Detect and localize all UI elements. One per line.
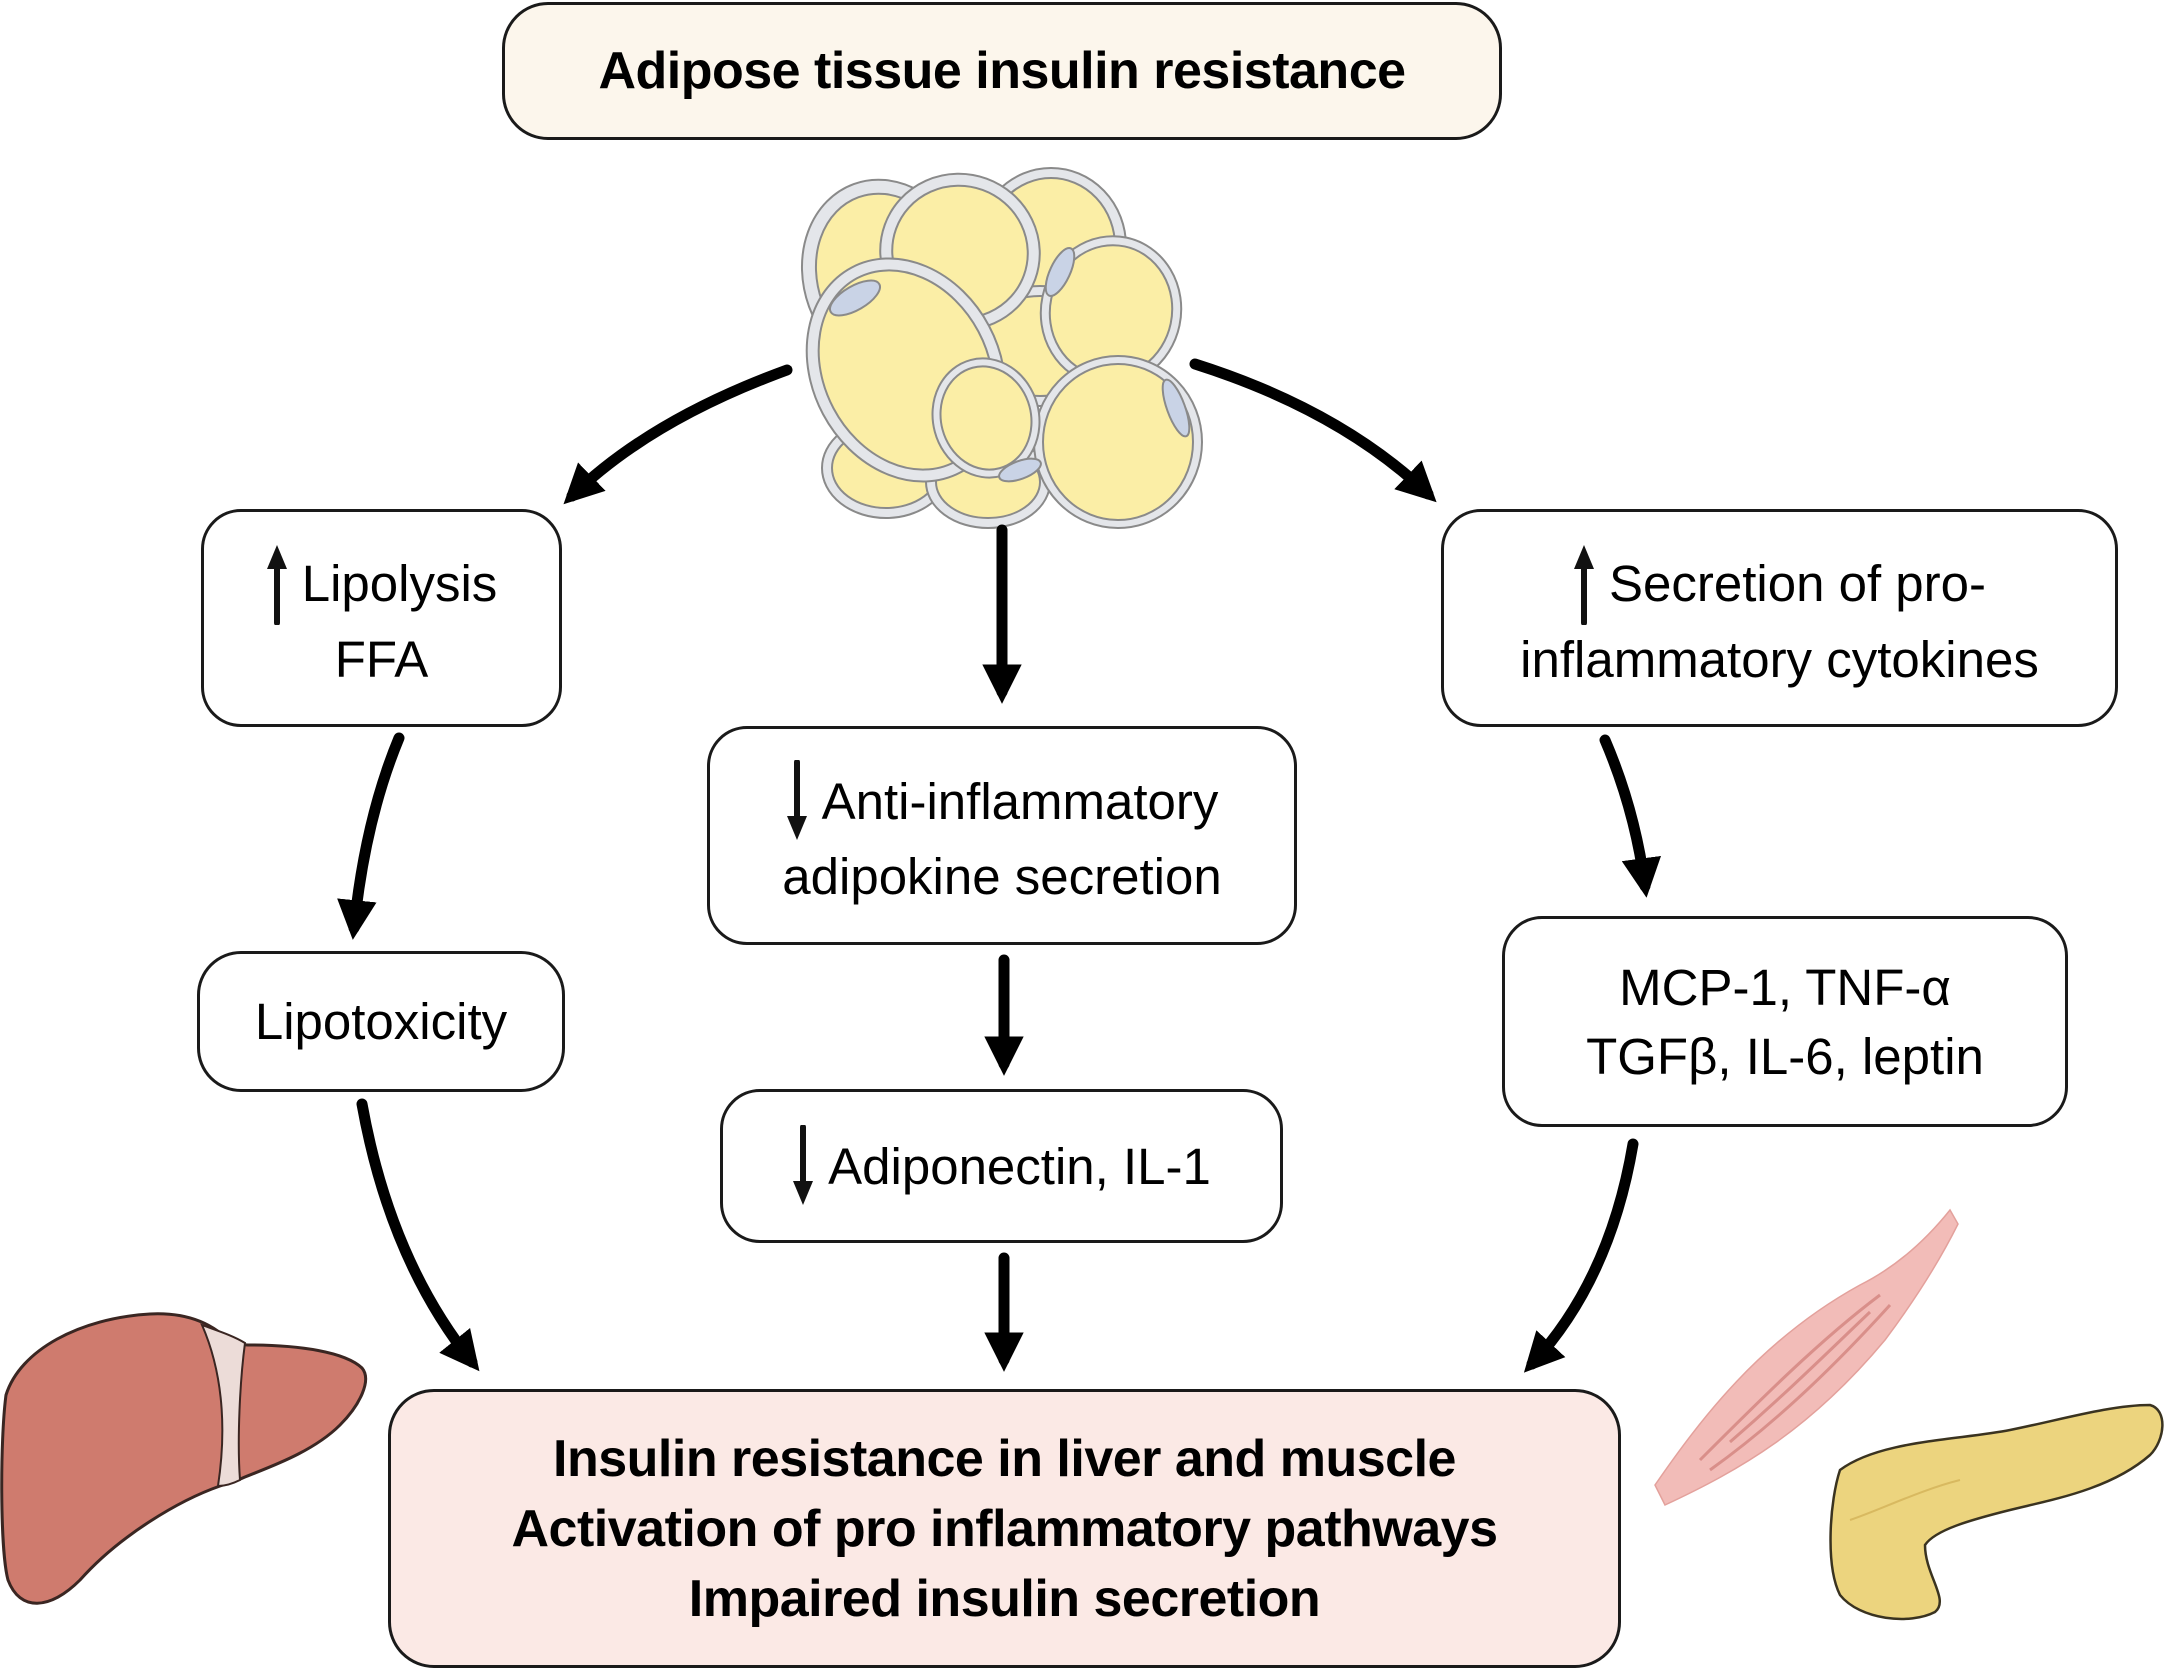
node-line: Lipotoxicity [255,987,507,1056]
node-line: TGFβ, IL-6, leptin [1586,1022,1984,1091]
arrow-secretion-to-cytokines [1599,734,1662,898]
outcome-box: Insulin resistance in liver and muscle A… [388,1389,1621,1668]
node-line: FFA [335,625,429,694]
node-text: inflammatory cytokines [1520,630,2039,688]
connectors [337,358,1662,1373]
node-cytokines: MCP-1, TNF-α TGFβ, IL-6, leptin [1502,916,2068,1127]
liver-icon [0,1312,368,1605]
node-text: adipokine secretion [782,848,1222,905]
decrease-arrow-icon [793,1125,814,1205]
node-line: inflammatory cytokines [1520,625,2039,694]
decrease-arrow-icon [786,760,807,840]
muscle-icon [1654,1208,1959,1506]
node-text: Anti-inflammatory [821,772,1219,830]
arrow-cytokines-to-outcome [1523,1138,1639,1373]
arrow-lipolysis-to-lipotoxicity [337,732,405,940]
node-line: Adiponectin, IL-1 [792,1125,1211,1207]
arrow-cells-to-secretion [1189,358,1437,503]
outcome-text: Insulin resistance in liver and muscle [553,1429,1456,1488]
arrow-lipotoxicity-to-outcome [356,1098,480,1372]
adipocyte-cluster-icon [800,167,1203,529]
node-text: Lipolysis [301,555,498,612]
outcome-line: Activation of pro inflammatory pathways [511,1494,1499,1564]
arrow-cells-to-lipolysis [563,364,793,505]
node-secretion: Secretion of pro- inflammatory cytokines [1441,509,2118,727]
node-text: FFA [334,630,429,688]
node-lipotoxicity: Lipotoxicity [197,951,565,1092]
node-text: Lipotoxicity [254,993,508,1050]
adipocyte-cell [931,357,1042,483]
outcome-line: Insulin resistance in liver and muscle [553,1424,1456,1494]
pancreas-icon [1829,1403,2164,1621]
node-line: Secretion of pro- [1573,543,1986,625]
adipocyte-cell [1033,355,1203,529]
outcome-text: Activation of pro inflammatory pathways [511,1499,1499,1558]
node-text: TGFβ, IL-6, leptin [1586,1027,1984,1085]
outcome-text: Impaired insulin secretion [688,1569,1321,1628]
node-adiponectin: Adiponectin, IL-1 [720,1089,1283,1243]
increase-arrow-icon [1573,544,1594,625]
node-line: Lipolysis [266,543,498,625]
node-lipolysis: Lipolysis FFA [201,509,562,727]
node-line: MCP-1, TNF-α [1619,953,1951,1022]
title-text: Adipose tissue insulin resistance [598,42,1406,100]
node-text: Adiponectin, IL-1 [828,1137,1211,1195]
outcome-line: Impaired insulin secretion [688,1564,1321,1634]
title-box: Adipose tissue insulin resistance [502,2,1502,140]
node-text: MCP-1, TNF-α [1619,958,1951,1016]
node-text: Secretion of pro- [1608,555,1987,612]
node-line: Anti-inflammatory [786,760,1219,842]
adipocyte-cell [1039,235,1183,387]
node-anti-inflammatory: Anti-inflammatory adipokine secretion [707,726,1297,945]
increase-arrow-icon [266,544,287,625]
node-line: adipokine secretion [782,842,1221,911]
